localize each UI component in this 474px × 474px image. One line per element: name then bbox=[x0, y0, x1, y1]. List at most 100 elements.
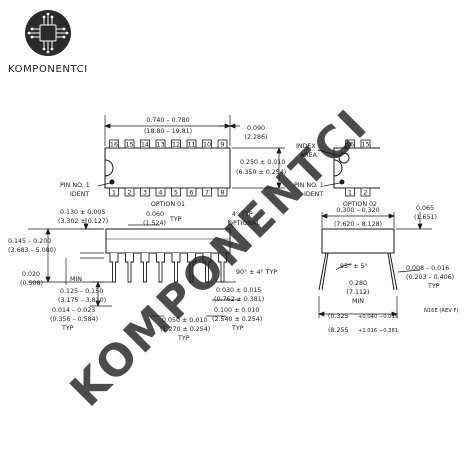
opt2-top-pin-box bbox=[345, 139, 355, 149]
top-pin-box bbox=[140, 139, 150, 149]
top-pin-box bbox=[124, 139, 135, 149]
circuit-chip-logo-icon bbox=[25, 10, 71, 56]
body-height-mm: (3.302 ± 0.127) bbox=[58, 218, 108, 225]
top-view-option02 bbox=[333, 147, 380, 189]
pitch-mm: (2.540 ± 0.254) bbox=[212, 316, 262, 323]
min-standoff-in: 0.020 bbox=[22, 271, 40, 278]
opt2-top-pin-box bbox=[360, 139, 371, 149]
length-mm: (18.80 – 19.81) bbox=[144, 128, 192, 135]
top-view-option01 bbox=[104, 147, 231, 189]
pin1-ident-02: IDENT bbox=[304, 191, 323, 198]
side-lead bbox=[156, 253, 165, 283]
lead-width-mm: (1.524) bbox=[143, 220, 166, 227]
min-span-in: 0.280 bbox=[349, 280, 367, 287]
pin1-ident-01: IDENT bbox=[70, 191, 89, 198]
lead-angle: 95° ± 5° bbox=[340, 262, 368, 270]
min-label-end: MIN bbox=[352, 298, 364, 305]
top-pin-number: 16 bbox=[110, 141, 118, 149]
top-pin-number: 11 bbox=[187, 141, 195, 149]
top-pin-box bbox=[109, 139, 119, 149]
pin1-leader bbox=[97, 182, 111, 187]
lead-width-in: 0.060 bbox=[146, 211, 164, 218]
end-gap-in: 0.090 bbox=[247, 125, 265, 132]
row-spacing-mm: (7.620 – 8.128) bbox=[334, 221, 382, 228]
shoulder-mm: (1.270 ± 0.254) bbox=[160, 326, 210, 333]
lead-len-mm: (3.175 – 3.810) bbox=[58, 297, 106, 304]
bottom-pin-box bbox=[202, 187, 212, 197]
brand-name: KOMPONENTCI bbox=[8, 64, 88, 75]
top-pin-box bbox=[171, 139, 181, 149]
bottom-pin-number: 2 bbox=[127, 189, 131, 197]
opt2-bottom-pin-box bbox=[345, 187, 355, 197]
length-dimension bbox=[104, 115, 240, 146]
top-pin-box bbox=[186, 139, 197, 149]
bottom-pin-number: 4 bbox=[158, 189, 162, 197]
bottom-pin-box bbox=[171, 187, 181, 197]
lead-dia-note: TYP bbox=[61, 325, 74, 332]
bottom-pin-number: 6 bbox=[189, 189, 193, 197]
width-in: 0.250 ± 0.010 bbox=[240, 159, 285, 166]
index-area-label: AREA bbox=[300, 152, 318, 159]
index-label: INDEX bbox=[296, 143, 316, 150]
splay-mm: (8.255 bbox=[328, 327, 348, 334]
bottom-pin-box bbox=[124, 187, 135, 197]
bottom-pin-box bbox=[140, 187, 150, 197]
bottom-pin-number: 1 bbox=[112, 189, 116, 197]
splay-in: (0.325 bbox=[328, 313, 348, 320]
seat-height-mm: (3.683 – 5.080) bbox=[8, 247, 56, 254]
min-span-mm: (7.112) bbox=[347, 289, 370, 296]
top-pin-number: 12 bbox=[172, 141, 180, 149]
lead-dia-mm: (0.356 – 0.584) bbox=[50, 316, 98, 323]
side-dimension-lines bbox=[28, 218, 240, 317]
seat-height-in: 0.145 – 0.200 bbox=[8, 238, 51, 245]
bottom-pin-box bbox=[155, 187, 166, 197]
splay-in-tol: +0.040 −0.015 bbox=[358, 314, 398, 320]
width-mm: (6.350 ± 0.254) bbox=[236, 169, 286, 176]
opt2-top-pin-number: 15 bbox=[361, 141, 369, 149]
top-pin-number: 14 bbox=[141, 141, 149, 149]
opt2-bottom-pin-number: 2 bbox=[363, 189, 367, 197]
min-label-side: MIN bbox=[70, 276, 82, 283]
top-pin-box bbox=[155, 139, 166, 149]
opt2-bottom-pin-number: 1 bbox=[348, 189, 352, 197]
top-mm: (1.651) bbox=[414, 214, 437, 221]
bottom-pin-box bbox=[217, 187, 228, 197]
bottom-pin-number: 3 bbox=[143, 189, 147, 197]
side-lead bbox=[187, 253, 196, 283]
side-lead bbox=[125, 253, 134, 283]
pin1-label-01: PIN NO. 1 bbox=[60, 182, 90, 189]
side-lead bbox=[140, 253, 150, 283]
angle-in: 4° TYP bbox=[232, 210, 253, 218]
top-pin-box bbox=[202, 139, 212, 149]
length-in: 0.740 – 0.780 bbox=[146, 117, 189, 124]
lead-thk-mm: (0.203 – 0.406) bbox=[406, 274, 454, 281]
side-lead-row bbox=[109, 253, 227, 283]
revision: N16E (REV F) bbox=[424, 308, 459, 314]
lead-width-note: TYP bbox=[169, 216, 182, 223]
splay-mm-tol: +1.016 −0.381 bbox=[358, 328, 398, 334]
pitch-note: TYP bbox=[231, 325, 244, 332]
lead-thk-in: 0.008 – 0.016 bbox=[406, 265, 449, 272]
bottom-pin-number: 7 bbox=[205, 189, 209, 197]
lead-dia-in: 0.014 – 0.023 bbox=[52, 307, 95, 314]
body-height-in: 0.130 ± 0.005 bbox=[60, 209, 105, 216]
angle-note: OPTIONAL bbox=[228, 220, 260, 227]
bend-angle: 90° ± 4° TYP bbox=[236, 268, 277, 276]
top-pin-number: 10 bbox=[203, 141, 211, 149]
index-leader bbox=[317, 149, 341, 187]
end-view bbox=[318, 228, 398, 291]
top-pin-box bbox=[217, 139, 228, 149]
pin1-label-02: PIN NO. 1 bbox=[294, 182, 324, 189]
end-dimension-lines bbox=[318, 212, 432, 318]
opt2-bottom-pin-box bbox=[360, 187, 371, 197]
side-lead bbox=[202, 253, 212, 283]
option01-label: OPTION 01 bbox=[151, 201, 185, 208]
lead-len-in: 0.125 – 0.150 bbox=[60, 288, 103, 295]
pitch-in: 0.100 ± 0.010 bbox=[214, 307, 259, 314]
side-lead bbox=[171, 253, 181, 283]
